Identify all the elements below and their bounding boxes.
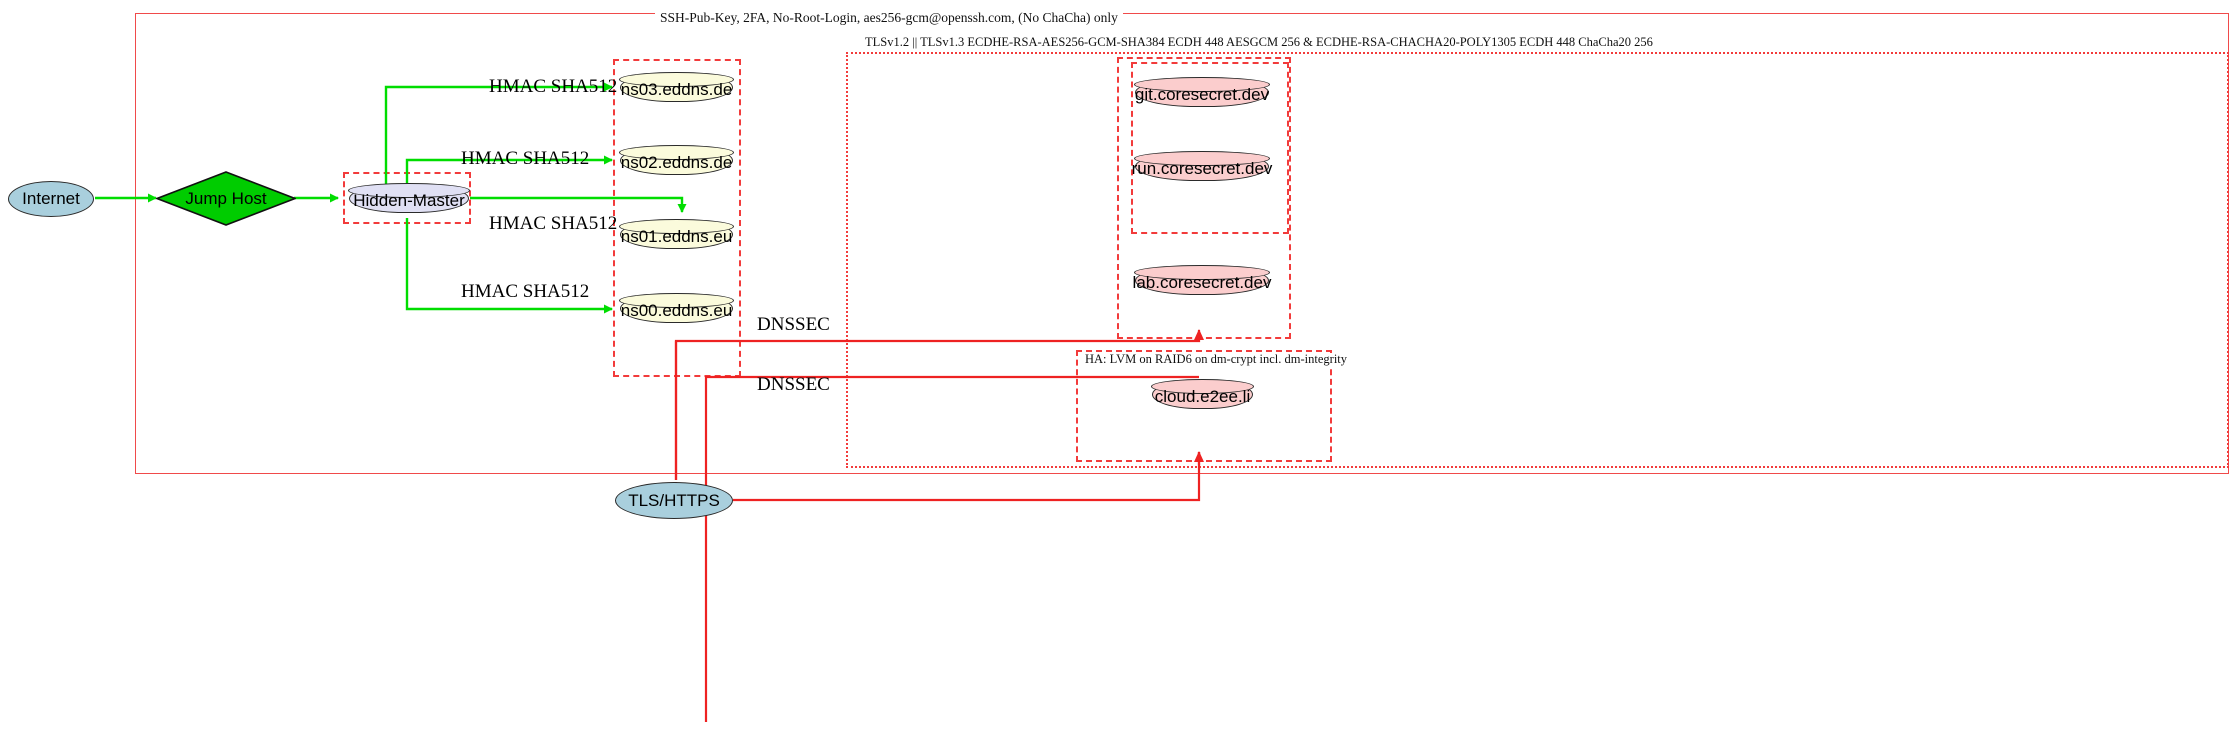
edge-label-hmac-ns01: HMAC SHA512 (489, 213, 618, 234)
edge-label-hmac-ns03: HMAC SHA512 (489, 76, 618, 97)
cluster-tls-caption: TLSv1.2 || TLSv1.3 ECDHE-RSA-AES256-GCM-… (860, 35, 1658, 50)
node-ns02-label: ns02.eddns.de (620, 152, 733, 172)
cluster-ssh-caption: SSH-Pub-Key, 2FA, No-Root-Login, aes256-… (655, 10, 1123, 26)
node-lab-label: lab.coresecret.dev (1132, 272, 1272, 292)
node-hidden-master-label: Hidden-Master (353, 190, 465, 210)
node-run-label: run.coresecret.dev (1131, 158, 1273, 178)
cluster-tls-boundary (846, 52, 2229, 468)
cluster-dns-servers (613, 59, 741, 377)
diamond-shape (156, 171, 296, 226)
node-internet-label: Internet (22, 189, 80, 208)
node-internet[interactable]: Internet (8, 181, 94, 217)
node-ns03[interactable]: ns03.eddns.de (619, 72, 734, 102)
node-tls-https[interactable]: TLS/HTTPS (615, 482, 733, 519)
node-ns00[interactable]: ns00.eddns.eu (619, 293, 734, 323)
edge-label-dnssec-bottom: DNSSEC (757, 374, 830, 395)
node-ns02[interactable]: ns02.eddns.de (619, 145, 734, 175)
node-run-coresecret[interactable]: run.coresecret.dev (1132, 151, 1272, 181)
node-lab-coresecret[interactable]: lab.coresecret.dev (1132, 265, 1272, 295)
node-ns03-label: ns03.eddns.de (620, 79, 733, 99)
edge-label-hmac-ns02: HMAC SHA512 (461, 148, 590, 169)
node-ns00-label: ns00.eddns.eu (620, 300, 733, 320)
node-ns01-label: ns01.eddns.eu (620, 226, 733, 246)
node-git-coresecret[interactable]: git.coresecret.dev (1134, 77, 1270, 107)
node-jump-host-label: Jump Host (185, 188, 267, 208)
cluster-ha-caption: HA: LVM on RAID6 on dm-crypt incl. dm-in… (1080, 352, 1353, 367)
node-cloud-label: cloud.e2ee.li (1154, 386, 1251, 406)
node-ns01[interactable]: ns01.eddns.eu (619, 219, 734, 249)
node-jump-host[interactable]: Jump Host (156, 171, 296, 226)
cluster-git-run (1131, 62, 1289, 234)
node-tls-https-label: TLS/HTTPS (628, 490, 720, 510)
cluster-coresecret-services (1117, 57, 1291, 339)
edge-label-hmac-ns00: HMAC SHA512 (461, 281, 590, 302)
node-git-label: git.coresecret.dev (1134, 84, 1270, 104)
node-cloud-e2ee[interactable]: cloud.e2ee.li (1151, 379, 1254, 409)
edge-label-dnssec-top: DNSSEC (757, 314, 830, 335)
node-hidden-master[interactable]: Hidden-Master (348, 183, 470, 213)
